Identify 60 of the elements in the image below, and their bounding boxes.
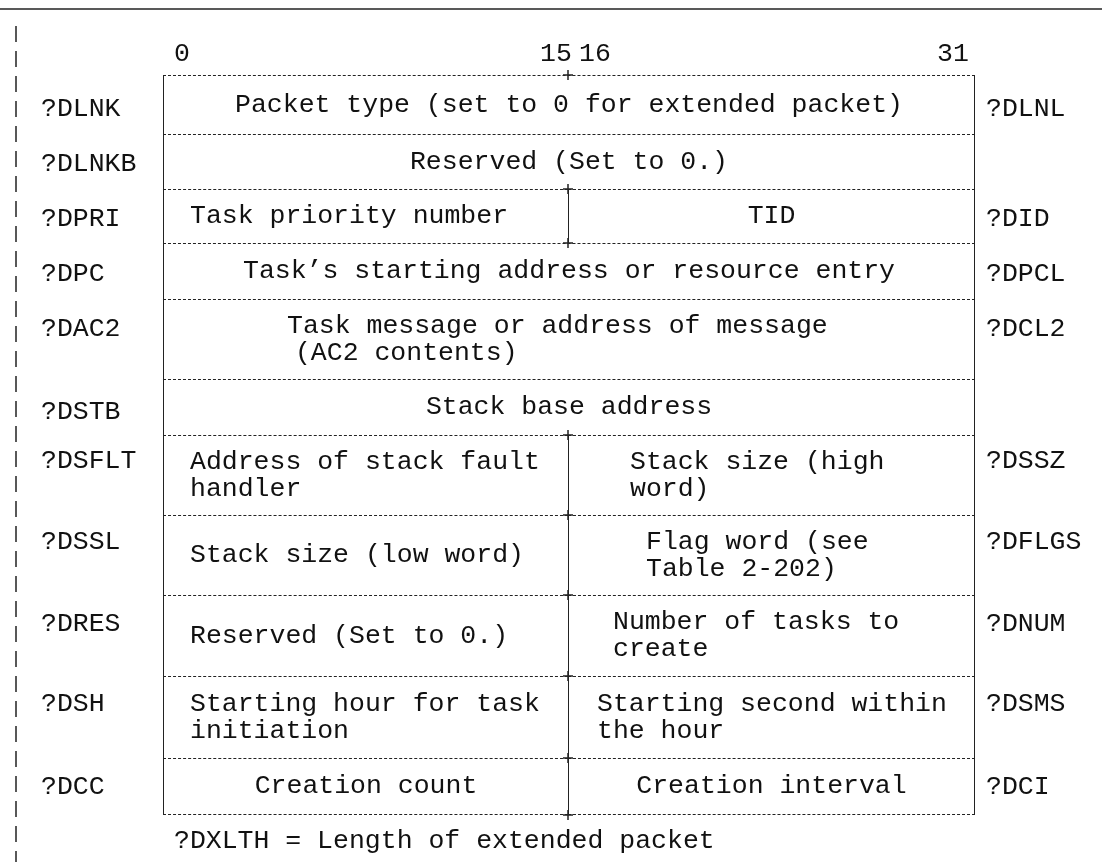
- field-cell: [163, 134, 975, 189]
- bit-number: 31: [937, 40, 969, 68]
- field-text: Number of tasks to create: [613, 609, 901, 663]
- field-text: Task’s starting address or resource entry: [243, 258, 895, 285]
- field-text: Reserved (Set to 0.): [190, 622, 509, 650]
- field-cell: [163, 515, 568, 595]
- field-mnemonic: ?DSFLT: [41, 447, 137, 475]
- field-mnemonic: ?DLNKB: [41, 150, 137, 178]
- field-text: Creation count: [254, 773, 478, 800]
- field-text: Address of stack fault handler: [190, 448, 541, 503]
- field-cell: [568, 435, 975, 515]
- field-mnemonic: ?DSSL: [41, 528, 121, 556]
- field-cell: [163, 75, 975, 134]
- field-text: Stack base address: [425, 394, 713, 421]
- field-cell: [163, 243, 975, 299]
- field-cell: [163, 595, 568, 676]
- field-mnemonic: ?DCL2: [986, 315, 1066, 343]
- field-text: Reserved (Set to 0.): [409, 148, 729, 176]
- field-cell: [568, 189, 975, 243]
- field-text: Starting hour for task initiation: [190, 690, 541, 745]
- field-cell: [163, 189, 568, 243]
- field-cell: [163, 379, 975, 435]
- field-mnemonic: ?DFLGS: [986, 528, 1082, 556]
- field-text: Task message or address of message: [287, 312, 828, 340]
- bit-number: 16: [579, 40, 611, 68]
- field-mnemonic: ?DCC: [41, 773, 105, 801]
- field-mnemonic: ?DPRI: [41, 205, 121, 233]
- field-mnemonic: ?DAC2: [41, 315, 121, 343]
- field-text: Task priority number: [190, 203, 509, 230]
- note-text: ?DXLTH = Length of extended packet: [174, 827, 715, 855]
- field-text: Packet type (set to 0 for extended packet): [235, 91, 903, 119]
- field-cell: [163, 676, 568, 758]
- field-mnemonic: ?DSSZ: [986, 447, 1066, 475]
- field-mnemonic: ?DSH: [41, 690, 105, 718]
- field-text: TID: [747, 203, 796, 230]
- field-mnemonic: ?DPC: [41, 260, 105, 288]
- field-cell: [568, 515, 975, 595]
- field-cell: [163, 758, 568, 815]
- field-mnemonic: ?DPCL: [986, 260, 1066, 288]
- field-mnemonic: ?DLNL: [986, 95, 1066, 123]
- field-text: Flag word (see Table 2-202): [646, 528, 870, 583]
- field-mnemonic: ?DID: [986, 205, 1050, 233]
- field-text: Starting second within the hour: [597, 690, 948, 745]
- field-cell: [163, 299, 975, 379]
- bit-number: 15: [540, 40, 572, 68]
- field-cell: [568, 758, 975, 815]
- field-mnemonic: ?DNUM: [986, 610, 1066, 638]
- bit-number: 0: [174, 40, 190, 68]
- field-cell: [568, 676, 975, 758]
- field-text: Creation interval: [636, 773, 907, 800]
- field-mnemonic: ?DSMS: [986, 690, 1066, 718]
- field-cell: [163, 435, 568, 515]
- field-text: Stack size (low word): [190, 542, 524, 569]
- field-mnemonic: ?DCI: [986, 773, 1050, 801]
- field-mnemonic: ?DSTB: [41, 398, 121, 426]
- field-mnemonic: ?DLNK: [41, 95, 121, 123]
- field-text: Stack size (high word): [630, 448, 886, 503]
- field-text: (AC2 contents): [294, 339, 518, 367]
- field-mnemonic: ?DRES: [41, 610, 121, 638]
- field-cell: [568, 595, 975, 676]
